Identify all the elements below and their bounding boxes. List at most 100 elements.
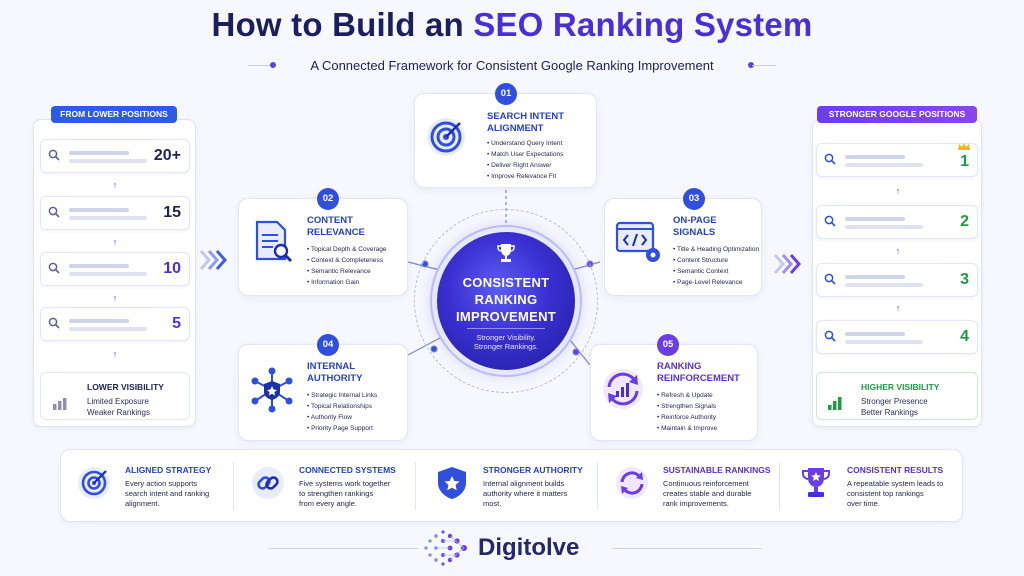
result-bar	[845, 225, 923, 229]
benefit-line: consistent top rankings	[847, 489, 924, 498]
rank-value: 5	[172, 315, 181, 332]
trophy-icon	[497, 244, 515, 262]
search-icon	[48, 262, 60, 274]
visibility-line: Weaker Rankings	[87, 408, 150, 417]
center-title: CONSISTENT RANKING IMPROVEMENT	[437, 274, 575, 325]
result-bar	[69, 272, 147, 276]
visibility-title: HIGHER VISIBILITY	[861, 382, 940, 392]
brand-logo-icon	[424, 530, 467, 566]
up-arrow-icon: ↑	[112, 237, 118, 247]
result-bar	[69, 264, 129, 268]
title-prefix: How to Build an	[211, 6, 474, 43]
benefit-line: alignment.	[125, 499, 160, 508]
higher-visibility-card: HIGHER VISIBILITY Stronger Presence Bett…	[816, 372, 978, 420]
bullet-item: Reinforce Authority	[657, 412, 717, 423]
cycle-icon	[616, 467, 648, 499]
right-rank-card: 2	[816, 205, 978, 239]
node-number-badge: 05	[657, 334, 679, 356]
title-accent: SEO Ranking System	[473, 6, 813, 43]
benefit-line: Five systems work together	[299, 479, 391, 488]
bullet-item: Semantic Context	[673, 266, 759, 277]
bullet-item: Maintain & Improve	[657, 423, 717, 434]
node-title-line: SEARCH INTENT	[487, 111, 565, 122]
search-icon	[48, 149, 60, 161]
search-icon	[48, 206, 60, 218]
node-title-line: ALIGNMENT	[487, 123, 544, 134]
visibility-line: Better Rankings	[861, 408, 918, 417]
rank-value: 3	[960, 271, 969, 288]
bullet-item: Refresh & Update	[657, 390, 717, 401]
result-bar	[845, 155, 905, 159]
node-bullets: Understand Query Intent Match User Expec…	[487, 138, 563, 182]
benefit-line: A repeatable system leads to	[847, 479, 944, 488]
up-arrow-icon: ↑	[112, 180, 118, 190]
center-title-line: CONSISTENT	[462, 275, 550, 290]
node-title-line: REINFORCEMENT	[657, 373, 740, 384]
refresh-chart-icon	[603, 369, 643, 409]
left-rank-card: 10	[40, 252, 190, 286]
chevrons-right-icon	[773, 254, 802, 274]
benefit-line: Continuous reinforcement	[663, 479, 749, 488]
page-title: How to Build an SEO Ranking System	[0, 6, 1024, 44]
benefit-title: CONNECTED SYSTEMS	[299, 465, 396, 475]
result-bar	[845, 275, 905, 279]
crown-icon	[958, 143, 970, 150]
node-title-line: SIGNALS	[673, 227, 716, 238]
benefit-line: to strengthen rankings	[299, 489, 374, 498]
lower-visibility-card: LOWER VISIBILITY Limited Exposure Weaker…	[40, 372, 190, 420]
node-bullets: Title & Heading Optimization Content Str…	[673, 244, 759, 288]
result-bar	[845, 217, 905, 221]
node-title-line: INTERNAL	[307, 361, 356, 372]
bullet-item: Strengthen Signals	[657, 401, 717, 412]
search-icon	[48, 317, 60, 329]
up-arrow-icon: ↑	[895, 246, 901, 256]
rank-value: 2	[960, 213, 969, 230]
left-rank-card: 5	[40, 307, 190, 341]
bullet-item: Context & Completeness	[307, 255, 386, 266]
node-number-badge: 04	[317, 334, 339, 356]
benefit-line: from every angle.	[299, 499, 357, 508]
rank-value: 20+	[153, 147, 181, 164]
bullet-item: Information Gain	[307, 277, 386, 288]
bullet-item: Improve Relevance Fit	[487, 171, 563, 182]
bullet-item: Content Structure	[673, 255, 759, 266]
up-arrow-icon: ↑	[112, 349, 118, 359]
center-hub: CONSISTENT RANKING IMPROVEMENT Stronger …	[437, 232, 575, 370]
node-number-badge: 03	[683, 188, 705, 210]
subtitle-line-left	[248, 65, 272, 66]
page-subtitle: A Connected Framework for Consistent Goo…	[310, 58, 714, 73]
up-arrow-icon: ↑	[112, 293, 118, 303]
bullet-item: Topical Relationships	[307, 401, 377, 412]
benefit-line: Every action supports	[125, 479, 198, 488]
center-title-line: IMPROVEMENT	[455, 309, 557, 324]
node-bullets: Strategic Internal Links Topical Relatio…	[307, 390, 377, 434]
bullet-item: Understand Query Intent	[487, 138, 563, 149]
subtitle-line-right	[752, 65, 776, 66]
visibility-line: Limited Exposure	[87, 397, 149, 406]
benefit-separator	[779, 462, 780, 510]
visibility-line: Stronger Presence	[861, 397, 928, 406]
subtitle-dot-left	[270, 62, 276, 68]
result-bar	[69, 159, 147, 163]
bullet-item: Match User Expectations	[487, 149, 563, 160]
center-title-line: RANKING	[474, 292, 538, 307]
result-bar	[69, 216, 147, 220]
result-bar	[69, 319, 129, 323]
search-icon	[824, 153, 836, 165]
up-arrow-icon: ↑	[895, 186, 901, 196]
rank-value: 15	[163, 204, 181, 221]
benefit-title: STRONGER AUTHORITY	[483, 465, 583, 475]
result-bar	[69, 327, 147, 331]
right-rank-card: 1	[816, 143, 978, 177]
node-title-line: RANKING	[657, 361, 702, 372]
benefit-separator	[415, 462, 416, 510]
